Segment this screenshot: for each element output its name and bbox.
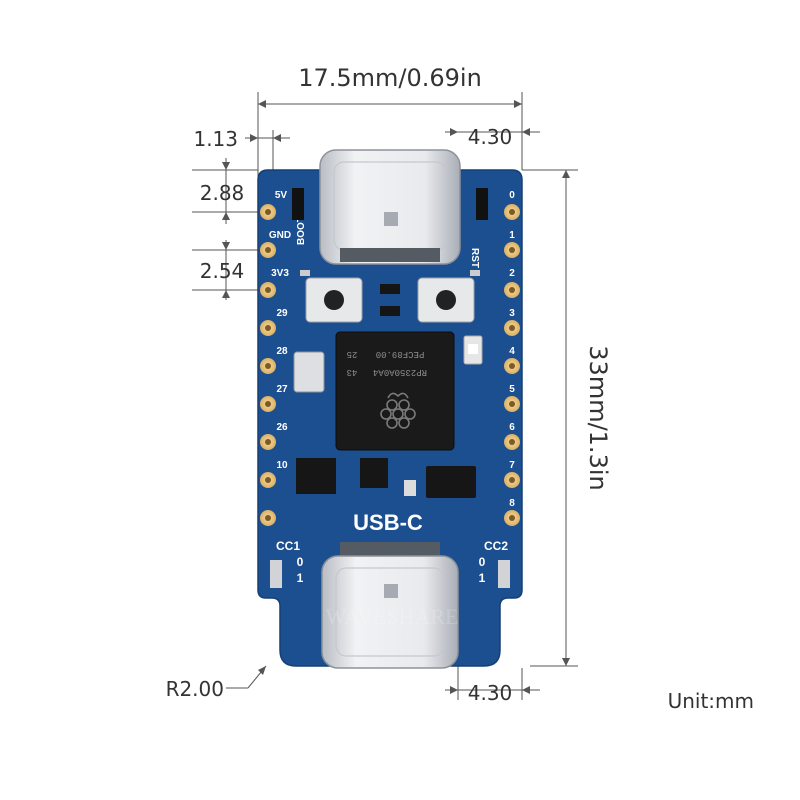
usb-c-shell-inner — [335, 567, 445, 657]
pad-hole — [265, 515, 271, 521]
height-dimension-label: 33mm/1.3in — [584, 345, 612, 490]
pin-label-2: 2 — [509, 268, 515, 279]
left-pin-pads — [260, 204, 276, 526]
component-diode — [380, 284, 400, 294]
pin-label-6: 6 — [509, 422, 515, 433]
component-ic — [360, 458, 388, 488]
boot-button-cap — [324, 290, 344, 310]
pad-hole — [509, 209, 515, 215]
bottom-usb-c-connector — [321, 542, 459, 669]
pad-hole — [265, 439, 271, 445]
component-flash — [426, 466, 476, 498]
pin-label-27: 27 — [276, 384, 288, 395]
pad-hole — [509, 439, 515, 445]
cc2-label: CC2 — [484, 539, 508, 553]
pad-hole — [509, 363, 515, 369]
component-cap — [300, 270, 310, 276]
usb-c-center-tab — [384, 212, 398, 226]
pad-hole — [265, 209, 271, 215]
pin-label-3: 3 — [509, 308, 515, 319]
top-usb-c-connector — [319, 149, 461, 265]
usb-c-label: USB-C — [353, 510, 423, 535]
cc1-label: CC1 — [276, 539, 300, 553]
raspberry-logo-icon — [380, 392, 416, 429]
pad-hole — [265, 477, 271, 483]
pin-label-28: 28 — [276, 346, 288, 357]
reset-button-cap — [436, 290, 456, 310]
chip-marking-4: 43 — [347, 367, 358, 377]
cc1-value-0: 0 — [297, 555, 304, 569]
pin-label-5v: 5V — [275, 190, 288, 201]
cc2-value-1: 1 — [479, 571, 486, 585]
pin-to-edge-label: 2.88 — [200, 181, 245, 205]
pin-label-1: 1 — [509, 230, 515, 241]
pcb-board: 5V GND 3V3 29 28 27 26 10 0 1 2 3 4 5 6 … — [257, 149, 523, 669]
usb-c-shell — [319, 149, 461, 265]
pad-hole — [265, 363, 271, 369]
top-left-offset-label: 1.13 — [193, 127, 238, 151]
unit-label: Unit:mm — [668, 689, 754, 713]
crystal-oscillator — [293, 351, 325, 393]
mcu-chip: RP2350A0A4 PECF89.00 25 43 — [335, 331, 455, 451]
pad-hole — [509, 477, 515, 483]
cc2-jumper — [498, 560, 510, 588]
pad-hole — [509, 515, 515, 521]
pin-label-26: 26 — [276, 422, 288, 433]
cc1-jumper — [270, 560, 282, 588]
component-diode — [380, 306, 400, 316]
pin-label-4: 4 — [509, 346, 515, 357]
component-r — [476, 188, 488, 220]
cc2-value-0: 0 — [479, 555, 486, 569]
pad-hole — [265, 401, 271, 407]
pad-hole — [509, 325, 515, 331]
usb-c-solder-tabs — [340, 248, 440, 262]
rst-label: RST — [469, 248, 480, 268]
watermark-text: WAVESHARE — [326, 604, 459, 629]
pin-label-3v3: 3V3 — [271, 268, 289, 279]
left-pin-labels: 5V GND 3V3 29 28 27 26 10 — [269, 190, 291, 471]
component-cap — [404, 480, 416, 496]
top-right-offset-label: 4.30 — [468, 125, 513, 149]
pad-hole — [265, 247, 271, 253]
dimension-annotations: 17.5mm/0.69in 1.13 4.30 2.88 2.54 33mm/1 — [166, 64, 754, 713]
right-pin-labels: 0 1 2 3 4 5 6 7 8 — [509, 190, 515, 509]
pin-label-gnd: GND — [269, 230, 291, 241]
boot-button[interactable] — [305, 277, 363, 323]
component-regulator — [296, 458, 336, 494]
cc1-value-1: 1 — [297, 571, 304, 585]
mcu-package — [335, 331, 455, 451]
pad-hole — [509, 287, 515, 293]
pin-label-29: 29 — [276, 308, 288, 319]
usb-c-shell — [321, 555, 459, 669]
reset-button[interactable] — [417, 277, 475, 323]
pad-hole — [509, 247, 515, 253]
usb-c-solder-tabs — [340, 542, 440, 558]
pin-label-8: 8 — [509, 498, 515, 509]
pin-pitch-label: 2.54 — [200, 259, 245, 283]
usb-c-center-tab — [384, 584, 398, 598]
bottom-right-offset-label: 4.30 — [468, 681, 513, 705]
pin-label-10: 10 — [276, 460, 288, 471]
boot-label: BOOT — [296, 216, 307, 245]
pin-label-5: 5 — [509, 384, 515, 395]
pad-hole — [265, 287, 271, 293]
right-pin-pads — [504, 204, 520, 526]
corner-radius-label: R2.00 — [166, 677, 224, 701]
width-dimension-label: 17.5mm/0.69in — [298, 64, 482, 92]
component-r — [292, 188, 304, 220]
rgb-led-lens — [468, 344, 478, 354]
chip-marking-3: 25 — [347, 349, 358, 359]
pin-label-0: 0 — [509, 190, 515, 201]
pad-hole — [509, 401, 515, 407]
component-cap — [470, 270, 480, 276]
pad-hole — [265, 325, 271, 331]
pin-label-7: 7 — [509, 460, 515, 471]
chip-marking-1: RP2350A0A4 — [373, 367, 427, 377]
chip-marking-2: PECF89.00 — [376, 349, 425, 359]
